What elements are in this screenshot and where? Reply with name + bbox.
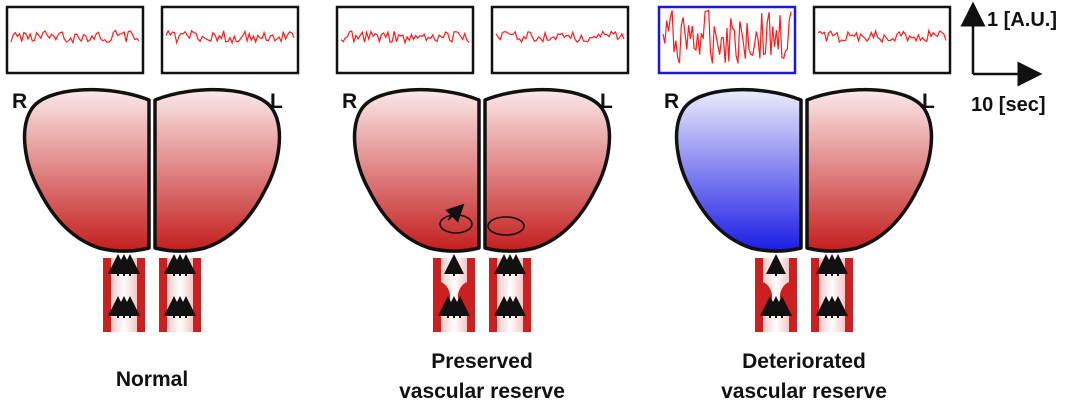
vessel-wall (811, 258, 819, 332)
vessel-wall (467, 258, 475, 332)
right-hemisphere (22, 87, 151, 253)
vessel-wall (193, 258, 201, 332)
vessel-wall (433, 258, 441, 332)
vessel-wall (103, 258, 111, 332)
left-carotid-vessel (159, 254, 201, 332)
panel-caption: Normal (116, 368, 188, 391)
vessel-wall (489, 258, 497, 332)
left-hemisphere (153, 87, 282, 253)
signal-trace (817, 28, 947, 44)
right-carotid-vessel (103, 254, 145, 332)
signal-trace (495, 30, 625, 44)
right-carotid-vessel (755, 254, 797, 332)
left-hemisphere (483, 87, 612, 253)
scale-bar: 1 [A.U.] 10 [sec] (960, 1, 1057, 116)
scale-amplitude-label: 1 [A.U.] (987, 9, 1057, 31)
left-hemisphere (805, 87, 934, 253)
vessel-wall (755, 258, 763, 332)
signal-trace-box-l (812, 5, 952, 75)
autoregulation-rotation-marks (439, 203, 525, 236)
vessel-wall (159, 258, 167, 332)
signal-trace (662, 9, 792, 64)
vessel-wall (845, 258, 853, 332)
signal-trace-box-l (160, 5, 300, 75)
right-hemisphere (674, 87, 803, 253)
left-carotid-vessel (489, 254, 531, 332)
signal-trace (340, 29, 470, 45)
scale-time-label: 10 [sec] (971, 94, 1046, 116)
label-right-side: R (12, 90, 27, 113)
signal-trace (10, 29, 140, 45)
vessel-wall (137, 258, 145, 332)
right-carotid-vessel (433, 254, 475, 332)
left-carotid-vessel (811, 254, 853, 332)
label-right-side: R (664, 90, 679, 113)
signal-trace-box-r (657, 5, 797, 75)
vessel-wall (523, 258, 531, 332)
signal-trace-box-r (5, 5, 145, 75)
signal-trace-box-r (335, 5, 475, 75)
signal-trace (165, 29, 295, 45)
right-hemisphere (352, 87, 481, 253)
vessel-wall (789, 258, 797, 332)
label-right-side: R (342, 90, 357, 113)
signal-trace-box-l (490, 5, 630, 75)
